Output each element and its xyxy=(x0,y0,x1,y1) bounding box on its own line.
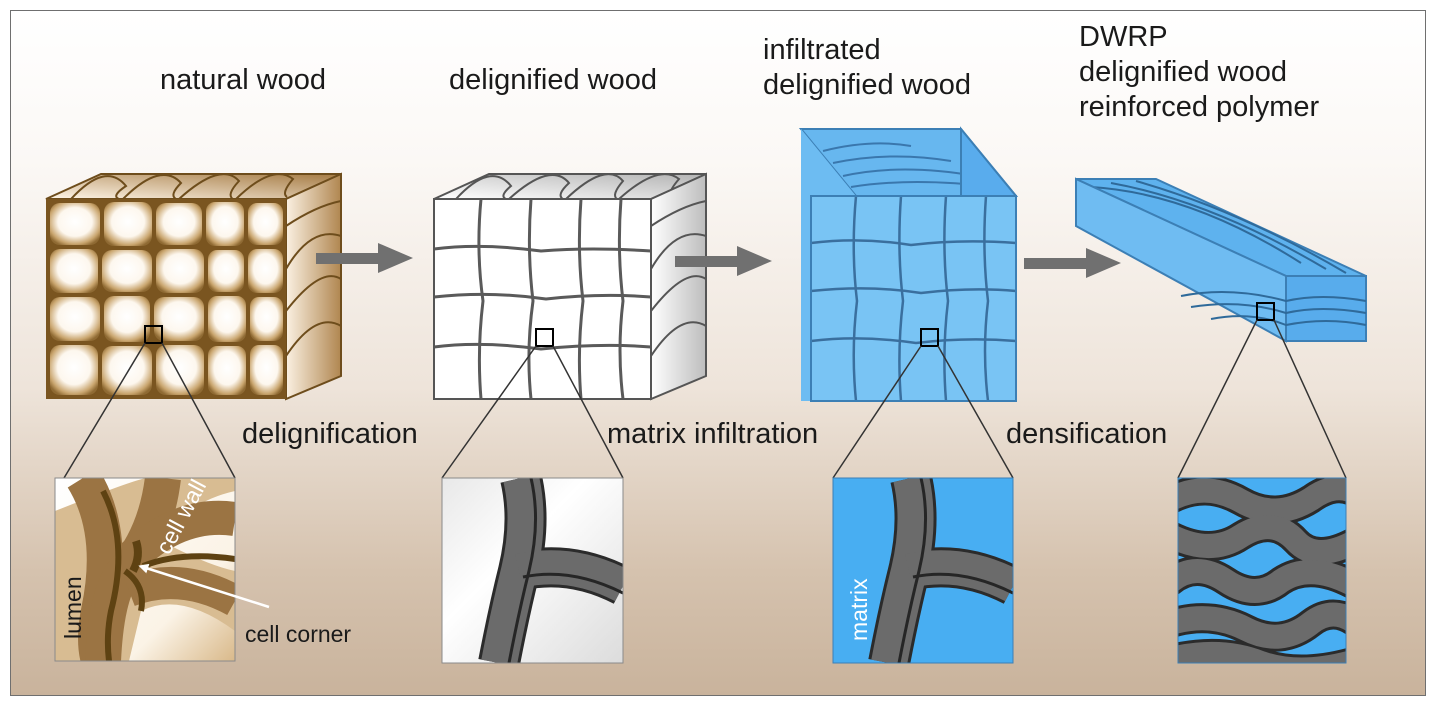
matrix-infiltration-arrow xyxy=(675,246,772,276)
delignified-wood-zoom-box xyxy=(535,328,554,347)
natural-wood-title: natural wood xyxy=(159,64,327,96)
natural-wood-block xyxy=(45,172,342,479)
delignified-wood-title: delignified wood xyxy=(449,64,657,96)
natural-wood-top-grain xyxy=(70,173,295,200)
delignification-label: delignification xyxy=(242,418,418,450)
delignified-detail-square xyxy=(441,477,624,664)
cell-corner-label: cell corner xyxy=(245,621,352,647)
densification-arrow xyxy=(1024,248,1121,278)
natural-detail-square xyxy=(54,477,270,662)
natural-wood-cells xyxy=(50,202,283,395)
dwrp-title-line-2: delignified wood xyxy=(1079,56,1287,88)
matrix-label: matrix xyxy=(846,578,872,641)
infiltrated-wood-zoom-box xyxy=(920,328,939,347)
natural-wood-side-grain xyxy=(285,200,342,357)
infiltrated-wood-title: infiltrated delignified wood xyxy=(763,33,971,103)
dwrp-title-line-1: DWRP xyxy=(1079,21,1168,53)
dwrp-title: DWRP delignified wood reinforced polymer xyxy=(1079,20,1319,125)
infiltrated-detail-square xyxy=(832,477,1014,664)
infiltrated-title-line-1: infiltrated xyxy=(763,34,881,66)
process-arrows xyxy=(316,243,1121,278)
delignification-arrow xyxy=(316,243,413,273)
densification-label: densification xyxy=(1006,418,1168,450)
dwrp-title-line-3: reinforced polymer xyxy=(1079,91,1320,123)
infiltrated-title-line-2: delignified wood xyxy=(763,69,971,101)
infiltrated-wood-block xyxy=(798,126,1019,479)
wood-processing-figure: lumen cell wall matrix natural wood deli… xyxy=(10,10,1426,696)
cell-corner-pointer xyxy=(138,563,270,609)
dwrp-block xyxy=(1075,177,1367,479)
dwrp-detail-square xyxy=(1177,477,1347,664)
figure-graphics: lumen cell wall matrix xyxy=(45,126,1367,664)
natural-wood-zoom-box xyxy=(144,325,163,344)
natural-wood-side-face xyxy=(285,172,342,401)
dwrp-zoom-box xyxy=(1256,302,1275,321)
lumen-label: lumen xyxy=(60,576,86,639)
delignified-wood-block xyxy=(433,172,707,479)
matrix-infiltration-label: matrix infiltration xyxy=(607,418,819,450)
